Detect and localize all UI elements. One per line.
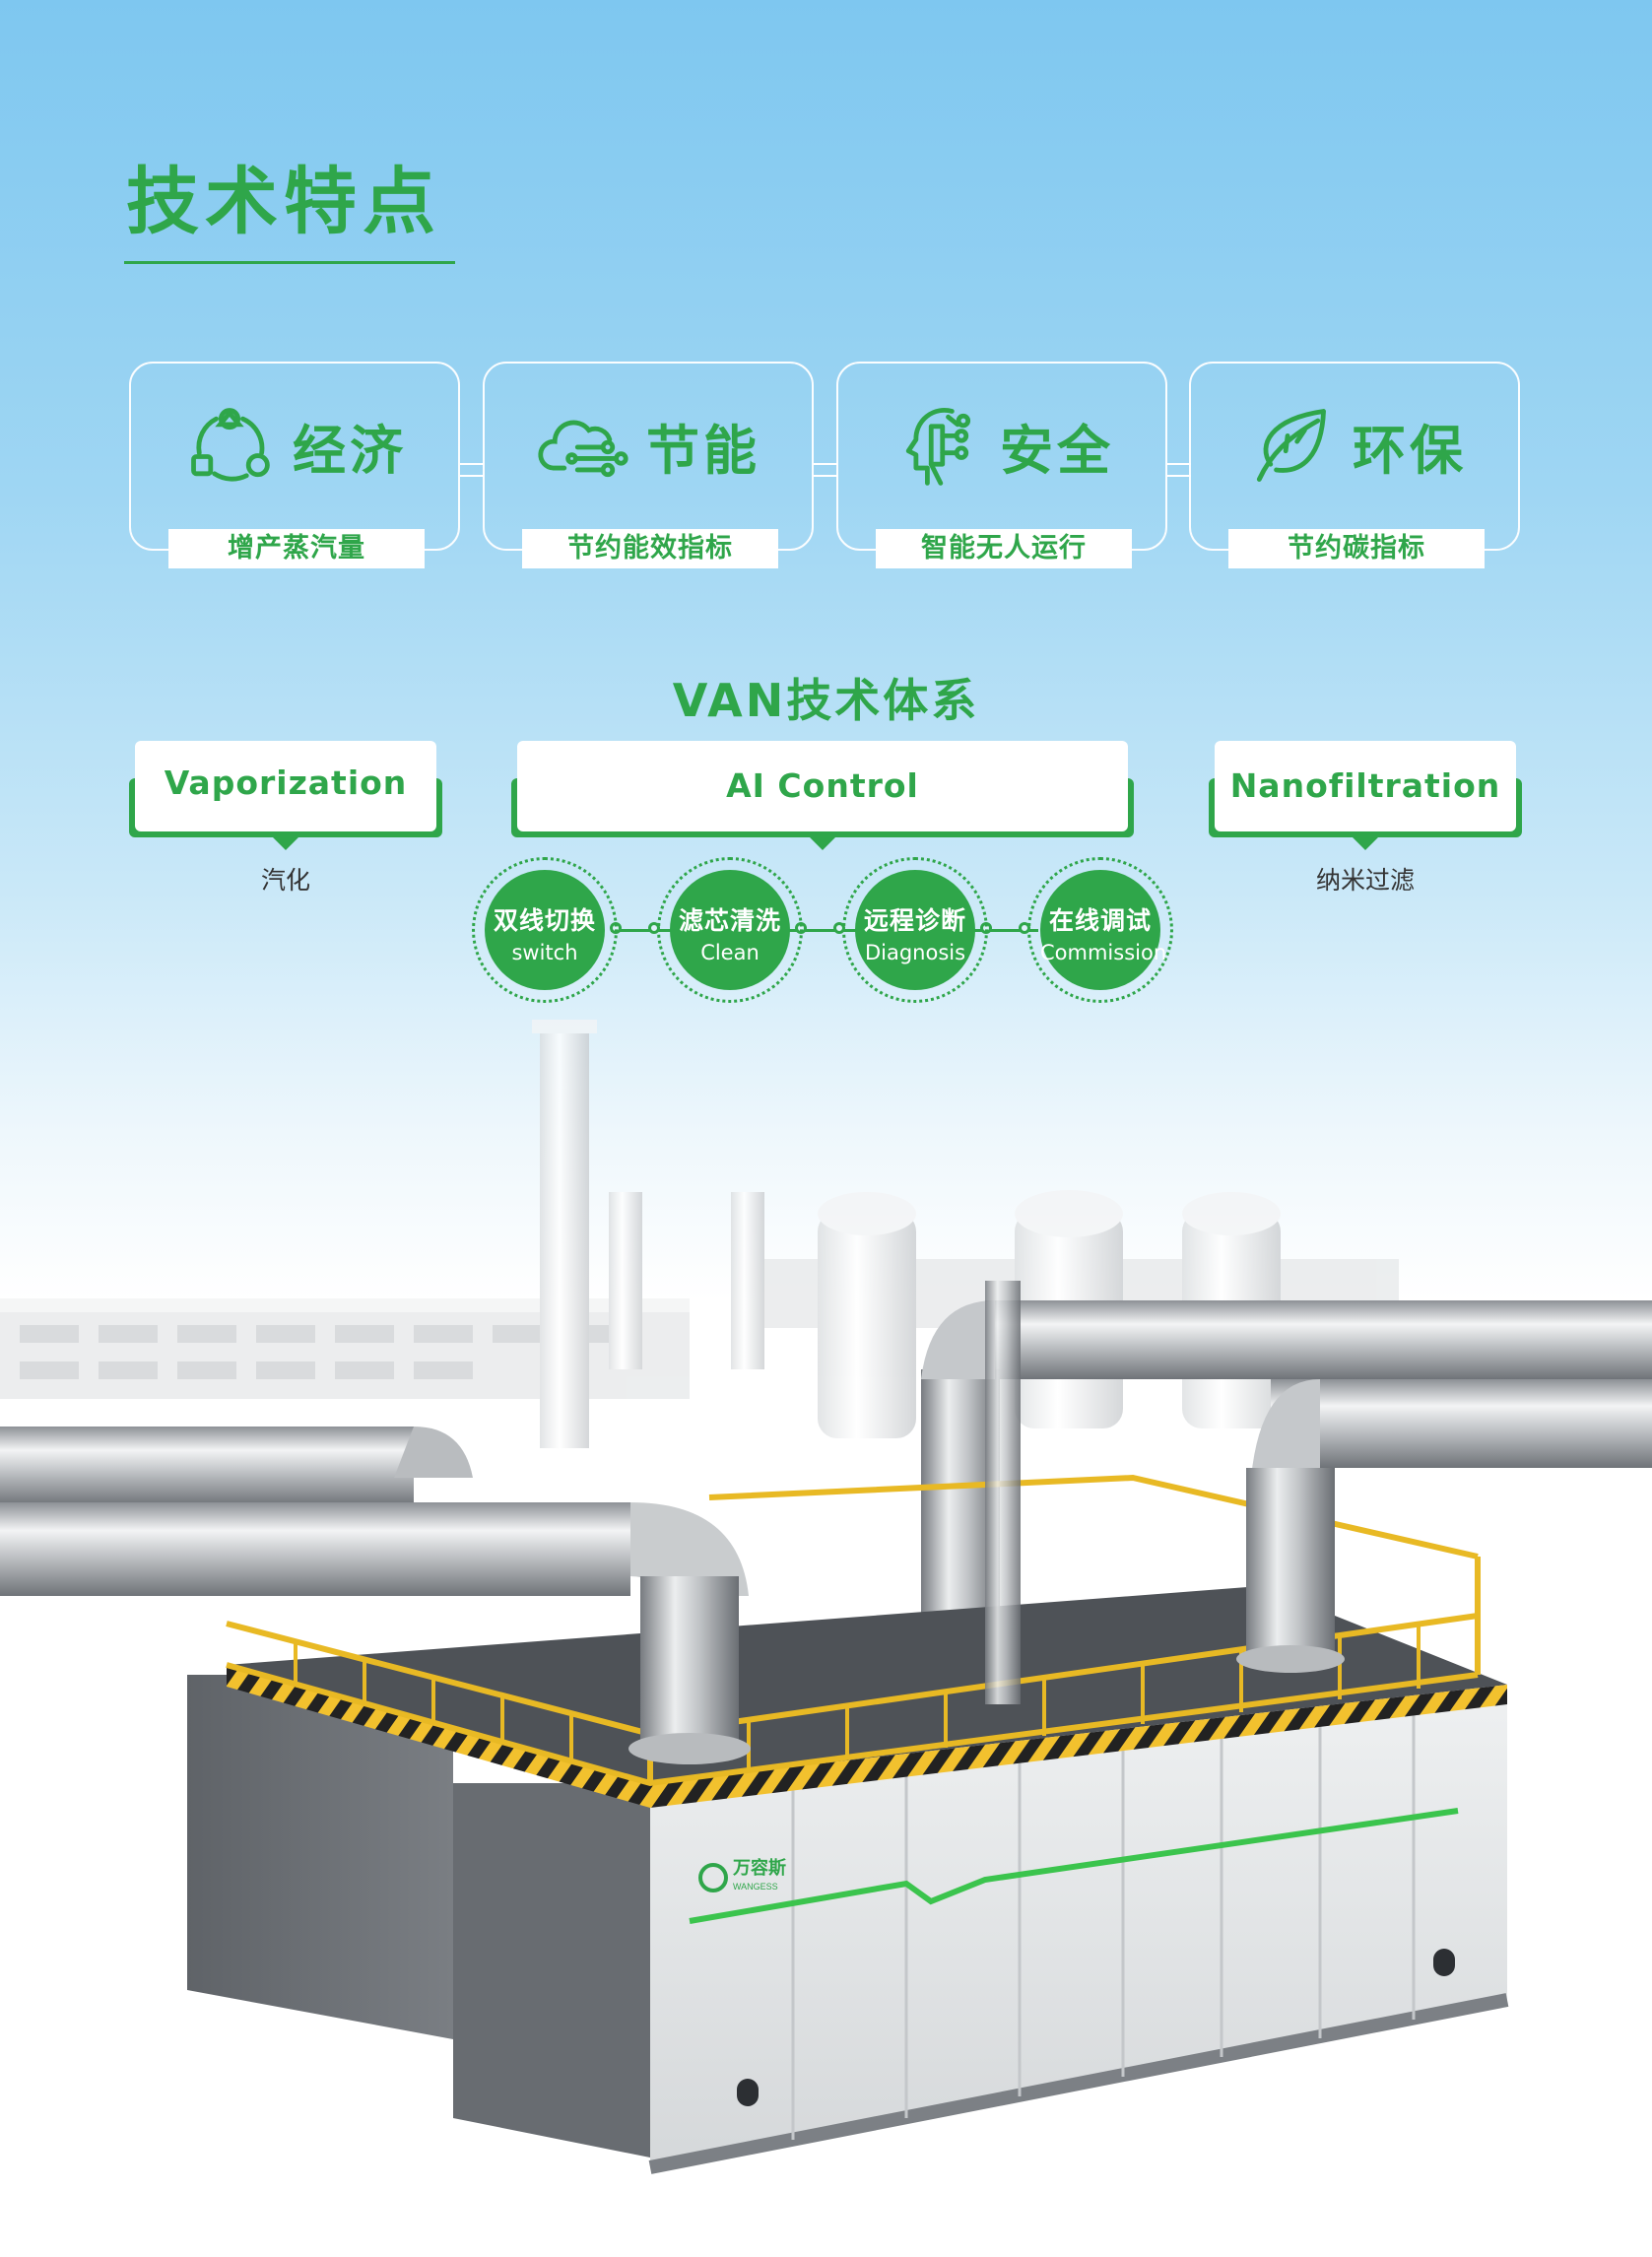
- leaf-icon: [1256, 409, 1326, 482]
- feature-card-environment: 环保 节约碳指标: [1189, 362, 1520, 568]
- feature-subtitle: 增产蒸汽量: [168, 529, 425, 568]
- title-underline: [124, 261, 455, 264]
- step-label-en: Diagnosis: [864, 941, 966, 964]
- feature-name: 节能: [646, 419, 760, 482]
- feature-name: 环保: [1353, 419, 1467, 482]
- tech-box-caption: 纳米过滤: [1315, 866, 1415, 895]
- feature-card-safety: 安全 智能无人运行: [836, 362, 1167, 568]
- step-commission: 在线调试 Commission: [1027, 857, 1173, 1003]
- tech-box-label: Vaporization: [135, 741, 436, 831]
- tech-box-caption: 汽化: [260, 866, 310, 895]
- cloud-circuit-icon: [538, 420, 628, 478]
- step-clean: 滤芯清洗 Clean: [657, 857, 803, 1003]
- tech-box-label: Nanofiltration: [1215, 741, 1516, 831]
- card-connector: [814, 463, 837, 477]
- van-system-title: VAN技术体系: [672, 674, 980, 727]
- page-title: 技术特点: [126, 160, 441, 244]
- step-label-en: Clean: [700, 941, 760, 964]
- cycle-nodes-icon: [191, 408, 270, 482]
- step-label-cn: 滤芯清洗: [678, 906, 781, 935]
- step-diagnosis: 远程诊断 Diagnosis: [842, 857, 988, 1003]
- brand-logo-en: WANGESS: [733, 1882, 778, 1892]
- tech-box-label: AI Control: [517, 741, 1128, 831]
- step-connector-line: [611, 929, 1038, 932]
- step-label-cn: 远程诊断: [863, 906, 966, 935]
- card-connector: [460, 463, 484, 477]
- feature-name: 经济: [293, 419, 407, 482]
- feature-card-energy: 节能 节约能效指标: [483, 362, 814, 568]
- industrial-scene-illustration: 万容斯 WANGESS: [0, 1020, 1652, 2174]
- step-switch: 双线切换 switch: [472, 857, 618, 1003]
- step-label-en: Commission: [1040, 941, 1167, 964]
- feature-subtitle: 节约能效指标: [522, 529, 778, 568]
- feature-subtitle: 节约碳指标: [1228, 529, 1485, 568]
- step-label-en: switch: [511, 941, 578, 964]
- feature-subtitle: 智能无人运行: [876, 529, 1132, 568]
- step-label-cn: 在线调试: [1048, 906, 1152, 935]
- card-connector: [1167, 463, 1191, 477]
- feature-card-economy: 经济 增产蒸汽量: [129, 362, 460, 568]
- feature-name: 安全: [1000, 419, 1114, 482]
- step-label-cn: 双线切换: [493, 906, 596, 935]
- ai-head-icon: [905, 408, 971, 486]
- brand-logo-cn: 万容斯: [732, 1857, 786, 1878]
